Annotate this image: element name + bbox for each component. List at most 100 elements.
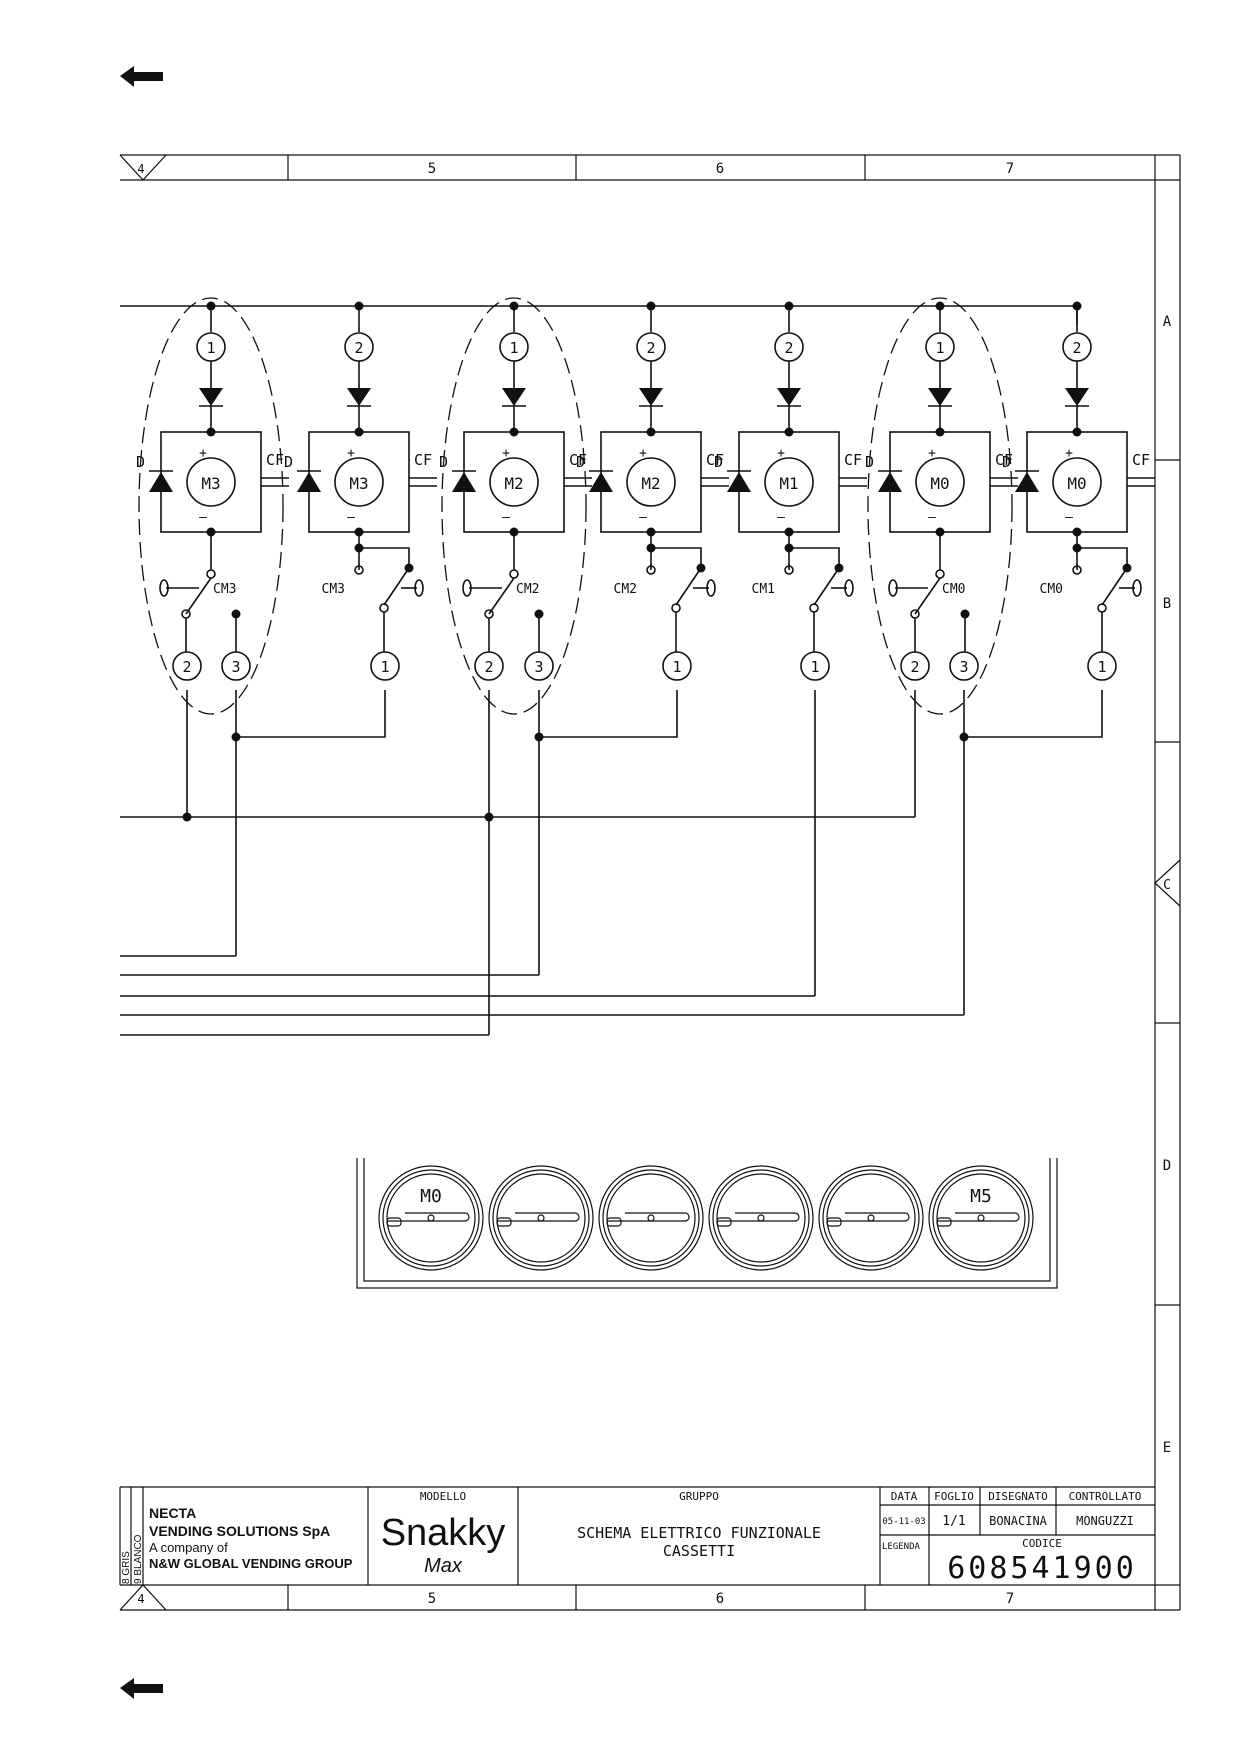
spiral-coil [598, 1165, 704, 1271]
polarity-plus: + [1065, 446, 1073, 461]
connector-pin-label: 1 [206, 339, 215, 357]
motor-icon [1052, 457, 1102, 507]
spiral-coil [818, 1165, 924, 1271]
switch-actuator-icon [462, 579, 472, 597]
capacitor-label: CF [569, 451, 587, 469]
freewheel-diode-icon [1015, 472, 1039, 492]
group-boundary [138, 297, 284, 715]
polarity-minus: – [502, 510, 510, 525]
polarity-plus: + [199, 446, 207, 461]
coil-label: M0 [420, 1186, 442, 1207]
spiral-coil: M0 [378, 1165, 484, 1271]
model-name: Snakky [381, 1512, 506, 1554]
legenda-label: LEGENDA [882, 1542, 921, 1552]
row-labels: A B C D E [1163, 314, 1172, 1456]
product-tray: M0 M5 [356, 1158, 1058, 1289]
group-title-line-1: SCHEMA ELETTRICO FUNZIONALE [577, 1524, 821, 1542]
col-label: 4 [137, 1592, 144, 1606]
model-sub: Max [424, 1555, 463, 1577]
motor-label: M3 [201, 474, 220, 493]
polarity-minus: – [777, 510, 785, 525]
data-label: DATA [891, 1490, 918, 1503]
row-label: E [1163, 1440, 1171, 1456]
title-block: 8 GRIS 9 BLANCO NECTA VENDING SOLUTIONS … [119, 1486, 1155, 1586]
row-label: A [1163, 314, 1172, 330]
switch-actuator-icon [159, 579, 169, 597]
col-label: 4 [137, 162, 144, 176]
spiral-coil [708, 1165, 814, 1271]
capacitor-label: CF [1132, 451, 1150, 469]
output-pin-label: 1 [1097, 658, 1106, 676]
output-pin-label: 1 [810, 658, 819, 676]
switch-actuator-icon [706, 579, 716, 597]
back-arrow-icon-bottom[interactable] [120, 1678, 163, 1699]
capacitor-label: CF [266, 451, 284, 469]
diode-icon [502, 388, 526, 406]
switch-actuator-icon [414, 579, 424, 597]
col-label: 7 [1006, 161, 1014, 177]
polarity-minus: – [639, 510, 647, 525]
col-label: 5 [428, 161, 436, 177]
switch-actuator-icon [844, 579, 854, 597]
polarity-minus: – [199, 510, 207, 525]
polarity-minus: – [1065, 510, 1073, 525]
diode-icon [928, 388, 952, 406]
motor-icon [186, 457, 236, 507]
controllato-label: CONTROLLATO [1069, 1490, 1142, 1503]
side-code-gris: 8 GRIS [121, 1551, 132, 1584]
motor-icon [489, 457, 539, 507]
output-pin-label: 2 [910, 658, 919, 676]
codice-label: CODICE [1022, 1537, 1062, 1550]
polarity-minus: – [928, 510, 936, 525]
motor-icon [334, 457, 384, 507]
capacitor-label: CF [844, 451, 862, 469]
spiral-coil [488, 1165, 594, 1271]
connector-pin-label: 2 [646, 339, 655, 357]
switch-label: CM1 [752, 582, 775, 597]
disegnato-value: BONACINA [989, 1514, 1048, 1528]
diode-icon [1065, 388, 1089, 406]
foglio-label: FOGLIO [934, 1490, 974, 1503]
freewheel-diode-icon [297, 472, 321, 492]
connector-pin-label: 1 [509, 339, 518, 357]
diode-label: D [714, 453, 723, 471]
switch-label: CM2 [614, 582, 637, 597]
switch-actuator-icon [1132, 579, 1142, 597]
capacitor-label: CF [414, 451, 432, 469]
col-label: 7 [1006, 1591, 1014, 1607]
output-pin-label: 1 [672, 658, 681, 676]
circuit-wiring [120, 305, 1103, 1036]
diode-icon [347, 388, 371, 406]
back-arrow-icon-top[interactable] [120, 66, 163, 87]
codice-value: 608541900 [947, 1551, 1137, 1586]
motor-cell: 2M1 + – D CF CM1 1 [714, 301, 867, 681]
gruppo-label: GRUPPO [679, 1490, 719, 1503]
diode-icon [639, 388, 663, 406]
switch-label: CM3 [213, 582, 236, 597]
motor-icon [626, 457, 676, 507]
spiral-coil: M5 [928, 1165, 1034, 1271]
output-pin-label: 3 [231, 658, 240, 676]
side-code-blanco: 9 BLANCO [133, 1534, 144, 1584]
polarity-plus: + [777, 446, 785, 461]
col-label: 6 [716, 1591, 724, 1607]
controllato-value: MONGUZZI [1076, 1514, 1134, 1528]
capacitor-label: CF [706, 451, 724, 469]
company-line-2: VENDING SOLUTIONS SpA [149, 1523, 330, 1539]
group-boundary [441, 297, 587, 715]
freewheel-diode-icon [727, 472, 751, 492]
motor-label: M2 [504, 474, 523, 493]
group-title-line-2: CASSETTI [663, 1542, 735, 1560]
diode-label: D [284, 453, 293, 471]
column-labels-bottom: 4 5 6 7 [137, 1591, 1014, 1607]
motor-icon [915, 457, 965, 507]
motor-icon [764, 457, 814, 507]
motor-label: M1 [779, 474, 798, 493]
connector-pin-label: 2 [784, 339, 793, 357]
group-boundary [867, 297, 1013, 715]
diode-label: D [1002, 453, 1011, 471]
